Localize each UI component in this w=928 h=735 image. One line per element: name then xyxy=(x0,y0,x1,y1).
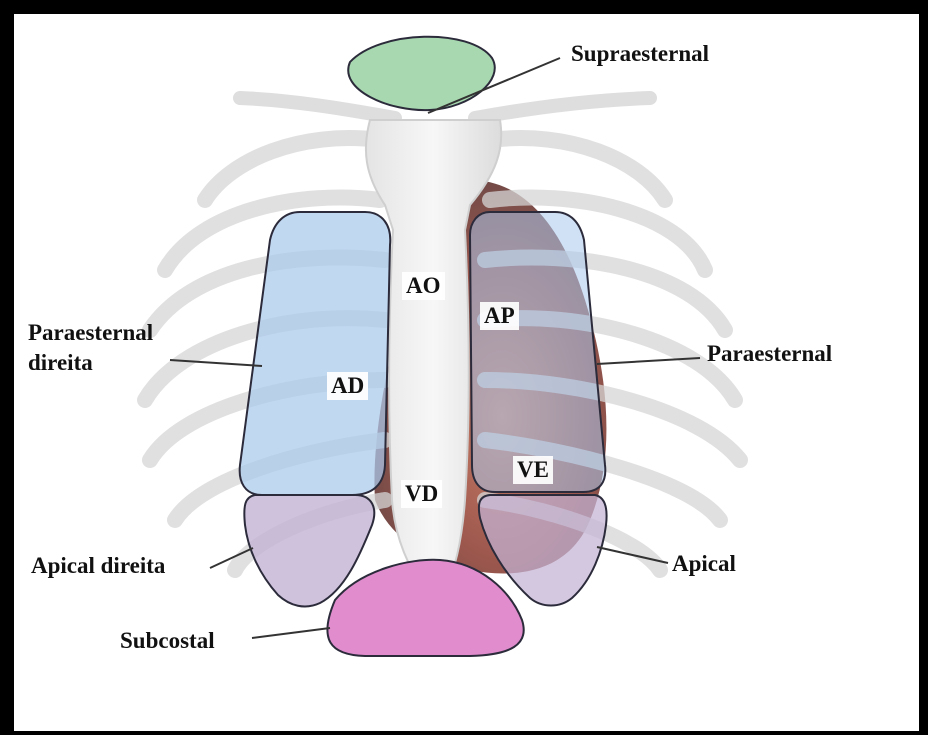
label-paraesternal-direita-line1: Paraesternal xyxy=(28,320,153,346)
label-apical: Apical xyxy=(672,551,736,577)
paraesternal-direita-window xyxy=(240,212,391,495)
label-supraesternal: Supraesternal xyxy=(571,41,709,67)
structure-label-ad: AD xyxy=(327,372,368,400)
label-subcostal: Subcostal xyxy=(120,628,215,654)
subcostal-window xyxy=(327,560,523,656)
supraesternal-window xyxy=(348,37,495,110)
structure-label-vd: VD xyxy=(401,480,442,508)
structure-label-ao: AO xyxy=(402,272,445,300)
structure-label-ve: VE xyxy=(513,456,553,484)
label-paraesternal-direita: Paraesternal direita xyxy=(28,320,153,376)
paraesternal-window xyxy=(470,212,605,492)
label-apical-direita: Apical direita xyxy=(31,553,165,579)
label-paraesternal-direita-line2: direita xyxy=(28,350,153,376)
structure-label-ap: AP xyxy=(480,302,519,330)
label-paraesternal: Paraesternal xyxy=(707,341,832,367)
